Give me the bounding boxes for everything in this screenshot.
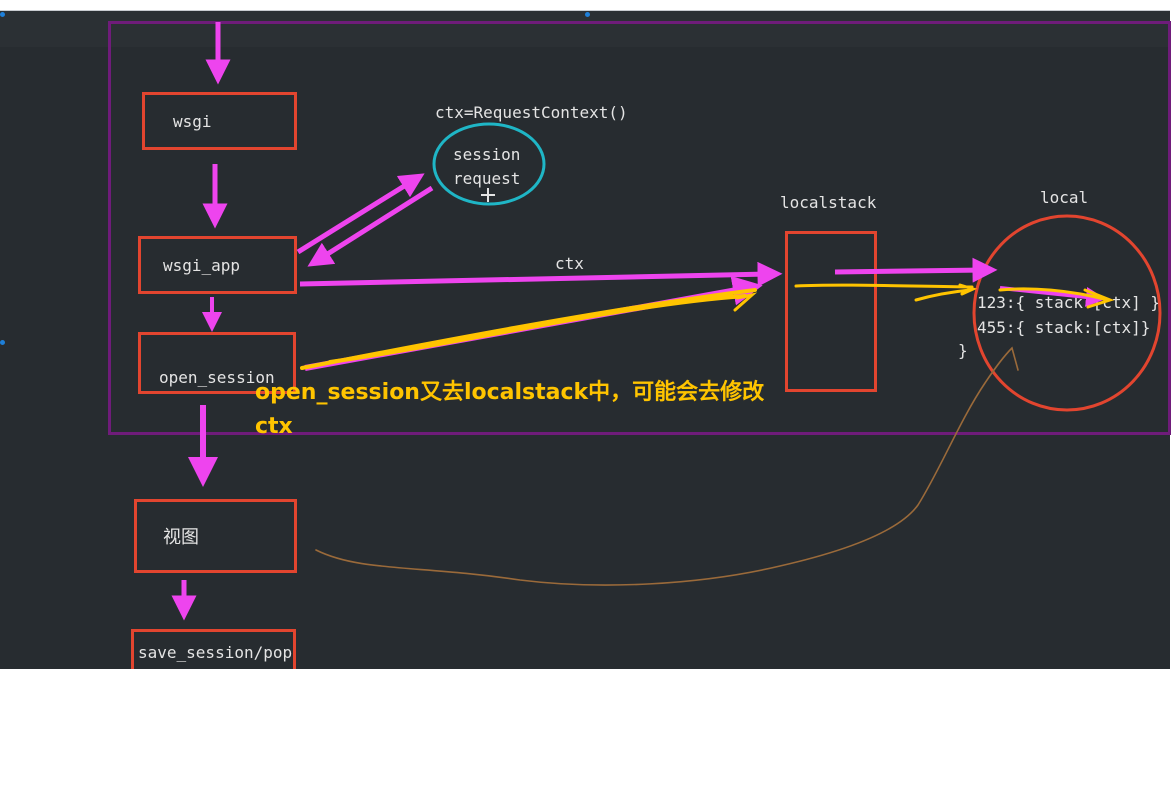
flask-context-frame xyxy=(108,21,1171,435)
yellow-tick-localstack xyxy=(733,292,758,312)
open-session-label: open_session xyxy=(159,367,275,387)
local-entry-455: 455:{ stack:[ctx]} xyxy=(977,318,1151,337)
yellow-highlight-stack-entry xyxy=(998,287,1115,309)
diagram-canvas xyxy=(0,10,1170,669)
local-circle xyxy=(972,214,1162,412)
local-closing-brace: } xyxy=(958,341,968,360)
request-context-item-request: request xyxy=(453,169,521,188)
request-context-ellipse xyxy=(432,122,546,206)
local-label: local xyxy=(1040,188,1089,207)
canvas-top-strip xyxy=(0,11,1170,47)
selection-handle-top-left[interactable] xyxy=(0,12,5,17)
open-session-box: open_session xyxy=(138,332,296,394)
request-context-title: ctx=RequestContext() xyxy=(435,103,628,122)
wsgi-label: wsgi xyxy=(173,111,212,131)
localstack-box xyxy=(785,231,877,392)
move-cursor-icon xyxy=(481,188,495,202)
wsgi-box: wsgi xyxy=(142,92,297,150)
arrow-localstack-to-local xyxy=(834,257,998,283)
arrow-wsgi-app-to-localstack xyxy=(299,261,783,287)
annotation-line-2: ctx xyxy=(255,414,293,439)
handwritten-annotation: open_session又去localstack中，可能会去修改 ctx xyxy=(255,376,875,444)
request-context-item-session: session xyxy=(453,145,521,164)
arrow-context-to-wsgi-app xyxy=(307,185,434,267)
wsgi-app-label: wsgi_app xyxy=(163,255,241,275)
save-session-label: save_session/pop xyxy=(138,643,293,662)
arrow-wsgi-app-to-context xyxy=(296,173,425,255)
view-label: 视图 xyxy=(163,527,199,548)
local-entry-123: 123:{ stack:[ctx] } xyxy=(977,293,1161,312)
brown-pen-curve xyxy=(315,346,1019,586)
selection-handle-left[interactable] xyxy=(0,340,5,345)
yellow-highlight-localstack xyxy=(794,283,978,302)
annotation-line-1: open_session又去localstack中，可能会去修改 xyxy=(255,380,765,405)
ctx-edge-label: ctx xyxy=(555,254,584,273)
view-box: 视图 xyxy=(134,499,297,573)
yellow-highlight-open-session xyxy=(300,288,757,370)
wsgi-app-box: wsgi_app xyxy=(138,236,297,294)
localstack-label: localstack xyxy=(780,193,877,212)
save-session-box: save_session/pop xyxy=(131,629,296,669)
selection-handle-top[interactable] xyxy=(585,12,590,17)
